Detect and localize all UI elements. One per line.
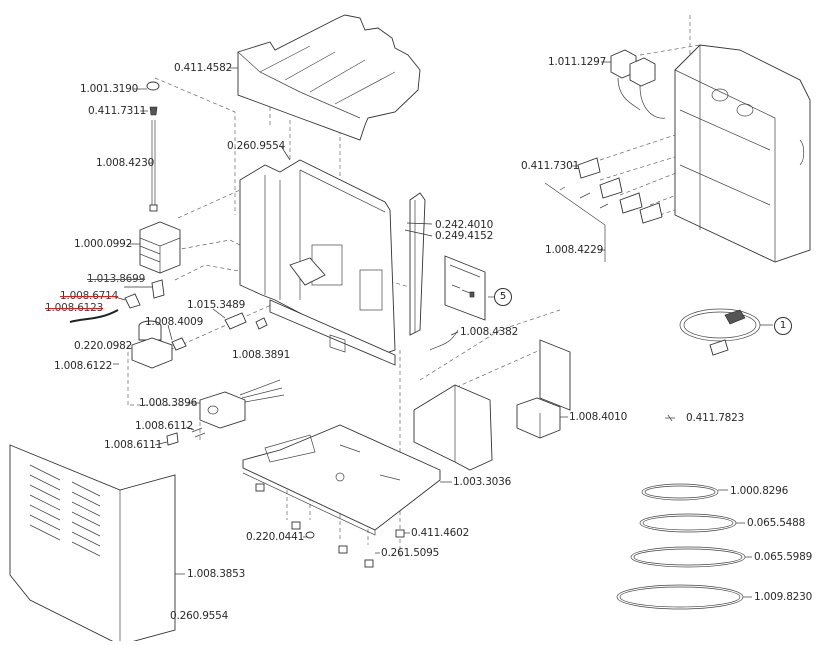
fitting-small bbox=[255, 317, 268, 330]
chassis bbox=[239, 159, 426, 366]
label-tube-1: 1.000.8296 bbox=[730, 485, 789, 497]
board-plate bbox=[539, 339, 571, 411]
label-spring-mid: 0.411.7311 bbox=[88, 105, 147, 117]
fitting bbox=[171, 337, 187, 351]
label-cable-pcb: 1.008.4382 bbox=[460, 326, 519, 338]
fuses bbox=[191, 427, 206, 438]
label-fitting-a: 1.008.4009 bbox=[145, 316, 204, 328]
label-tube-4: 1.009.8230 bbox=[754, 591, 813, 603]
power-cord bbox=[679, 308, 761, 356]
sensor-harness bbox=[544, 182, 609, 262]
clip-icon bbox=[665, 414, 675, 422]
line-filter bbox=[199, 379, 285, 429]
label-sensor-harness: 1.008.4229 bbox=[545, 244, 604, 256]
label-filter-harness: 1.008.3896 bbox=[139, 397, 198, 409]
label-fuse: 1.008.6112 bbox=[135, 420, 194, 432]
feet bbox=[255, 483, 405, 568]
pcb bbox=[429, 255, 486, 351]
cable bbox=[69, 309, 119, 323]
label-fuse-holder: 1.008.6111 bbox=[104, 439, 163, 451]
label-washer: 0.242.4010 bbox=[435, 219, 494, 231]
label-fans: 1.011.1297 bbox=[548, 56, 607, 68]
base-plate bbox=[242, 424, 441, 536]
housing bbox=[674, 44, 811, 263]
label-foot: 0.411.4602 bbox=[411, 527, 470, 539]
probe-assembly bbox=[146, 81, 160, 212]
label-side-panel: 1.008.3853 bbox=[187, 568, 246, 580]
label-tube-3: 0.065.5989 bbox=[754, 551, 813, 563]
fans bbox=[610, 49, 666, 119]
label-foot-bolt: 0.261.5095 bbox=[381, 547, 440, 559]
label-connector-b-discontinued: 1.008.6123 bbox=[45, 302, 104, 314]
switch bbox=[151, 279, 165, 299]
label-top-cover: 0.411.4582 bbox=[174, 62, 233, 74]
leader-lines bbox=[111, 61, 752, 598]
label-tube-2: 0.065.5488 bbox=[747, 517, 806, 529]
label-probe-rod: 1.008.4230 bbox=[96, 157, 155, 169]
relay-block bbox=[139, 221, 181, 274]
label-screw-top: 0.260.9554 bbox=[227, 140, 286, 152]
label-connector-a-discontinued: 1.008.6714 bbox=[60, 290, 119, 302]
label-spring-top: 1.001.3190 bbox=[80, 83, 139, 95]
sensors bbox=[577, 157, 663, 224]
label-switch-discontinued: 1.013.8699 bbox=[87, 273, 146, 285]
cover-box bbox=[413, 384, 493, 471]
label-screw-side: 0.249.4152 bbox=[435, 230, 494, 242]
label-power-supply: 1.008.4010 bbox=[569, 411, 628, 423]
label-regulator: 0.220.0982 bbox=[74, 340, 133, 352]
label-foot-screw: 0.220.0441 bbox=[246, 531, 305, 543]
label-sensors: 0.411.7301 bbox=[521, 160, 580, 172]
callout-pcb: 5 bbox=[494, 288, 512, 306]
regulator bbox=[131, 320, 173, 369]
top-cover bbox=[237, 14, 421, 141]
label-panel-screw: 0.260.9554 bbox=[170, 610, 229, 622]
valve bbox=[224, 312, 247, 330]
label-clip: 0.411.7823 bbox=[686, 412, 745, 424]
label-relay-block: 1.000.0992 bbox=[74, 238, 133, 250]
power-supply bbox=[516, 397, 561, 439]
callout-power-cord: 1 bbox=[774, 317, 792, 335]
connector bbox=[124, 293, 141, 309]
tubes bbox=[616, 483, 746, 610]
label-valve: 1.015.3489 bbox=[187, 299, 246, 311]
label-small-screw: 1.008.6122 bbox=[54, 360, 113, 372]
fuse-holder bbox=[166, 432, 179, 446]
label-base-plate: 1.003.3036 bbox=[453, 476, 512, 488]
label-fitting-b: 1.008.3891 bbox=[232, 349, 291, 361]
side-panel bbox=[9, 444, 176, 645]
